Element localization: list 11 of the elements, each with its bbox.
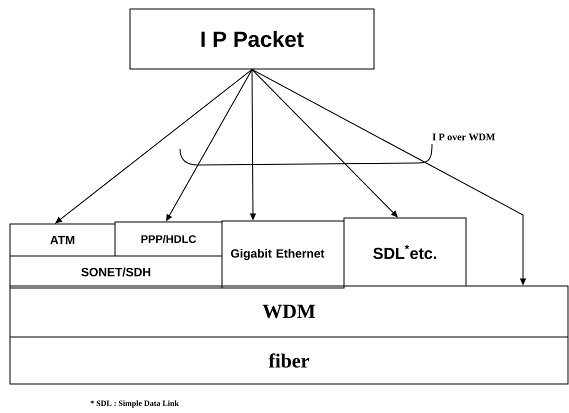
bracket-label: I P over WDM [432, 134, 495, 140]
layer-box: PPP/HDLC [114, 222, 222, 256]
layer-box: Gigabit Ethernet [222, 220, 344, 288]
layer-box: SDL$^{*}$etc. [344, 218, 466, 286]
layer-box: SONET/SDH [10, 256, 222, 288]
title-box: I P Packet [130, 8, 374, 70]
footnote: * SDL : Simple Data Link [90, 400, 179, 408]
arrow [252, 69, 398, 218]
layer-box: WDM [10, 286, 568, 338]
layer-box: ATM [10, 224, 116, 256]
layer-box: fiber [10, 336, 568, 384]
